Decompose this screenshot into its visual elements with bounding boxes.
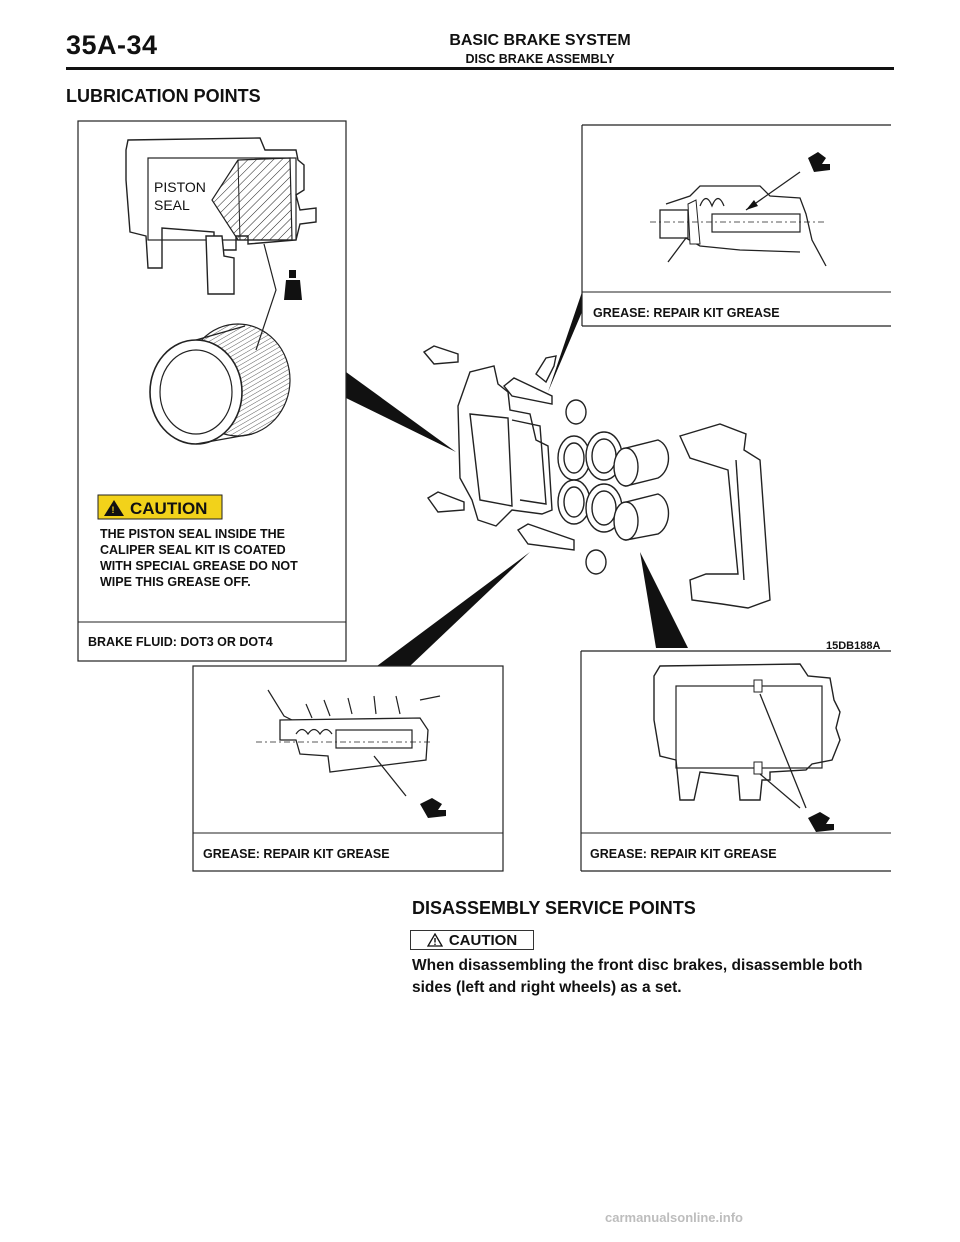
- caution-line-1: THE PISTON SEAL INSIDE THE: [100, 527, 285, 541]
- grease-tube-icon: [808, 812, 834, 832]
- grease-label-top-right: GREASE: REPAIR KIT GREASE: [593, 306, 780, 320]
- caution-badge: ! CAUTION: [97, 494, 223, 520]
- watermark: carmanualsonline.info: [605, 1210, 743, 1225]
- piston-label-line2: SEAL: [154, 197, 190, 213]
- caution-text: When disassembling the front disc brakes…: [412, 957, 863, 996]
- section-title-disassembly: DISASSEMBLY SERVICE POINTS: [412, 898, 696, 918]
- grease-tube-icon: [420, 798, 446, 818]
- piston-label-line1: PISTON: [154, 179, 206, 195]
- panel-grease-top-right: [581, 124, 891, 327]
- header-rule: [66, 67, 894, 70]
- header-subtitle: DISC BRAKE ASSEMBLY: [465, 52, 615, 66]
- brake-fluid-label: BRAKE FLUID: DOT3 OR DOT4: [88, 635, 273, 649]
- leader-wedges: [346, 292, 688, 666]
- figure-id: 15DB188A: [826, 640, 880, 652]
- caution-badge-label: CAUTION: [130, 499, 207, 518]
- grease-tube-icon: [808, 152, 830, 172]
- caution-line-2: CALIPER SEAL KIT IS COATED: [100, 543, 286, 557]
- grease-label-bottom-right: GREASE: REPAIR KIT GREASE: [590, 847, 777, 861]
- panel-piston-seal: [77, 120, 347, 662]
- grease-label-bottom-left: GREASE: REPAIR KIT GREASE: [203, 847, 390, 861]
- brake-fluid-bottle-icon: [284, 270, 302, 300]
- caution-line-3: WITH SPECIAL GREASE DO NOT: [100, 559, 298, 573]
- panel-grease-bottom-right: [580, 650, 891, 872]
- svg-text:!: !: [112, 505, 115, 515]
- header-title: BASIC BRAKE SYSTEM: [449, 32, 631, 49]
- caution-line-4: WIPE THIS GREASE OFF.: [100, 575, 251, 589]
- caution-box-label: CAUTION: [448, 931, 518, 949]
- panel-grease-bottom-left: [192, 665, 504, 872]
- warning-triangle-icon: [426, 933, 443, 947]
- caliper-exploded-view: [422, 345, 771, 609]
- caution-box: CAUTION: [410, 930, 534, 950]
- section-title-lubrication: LUBRICATION POINTS: [66, 86, 261, 106]
- page-number: 35A-34: [66, 30, 158, 60]
